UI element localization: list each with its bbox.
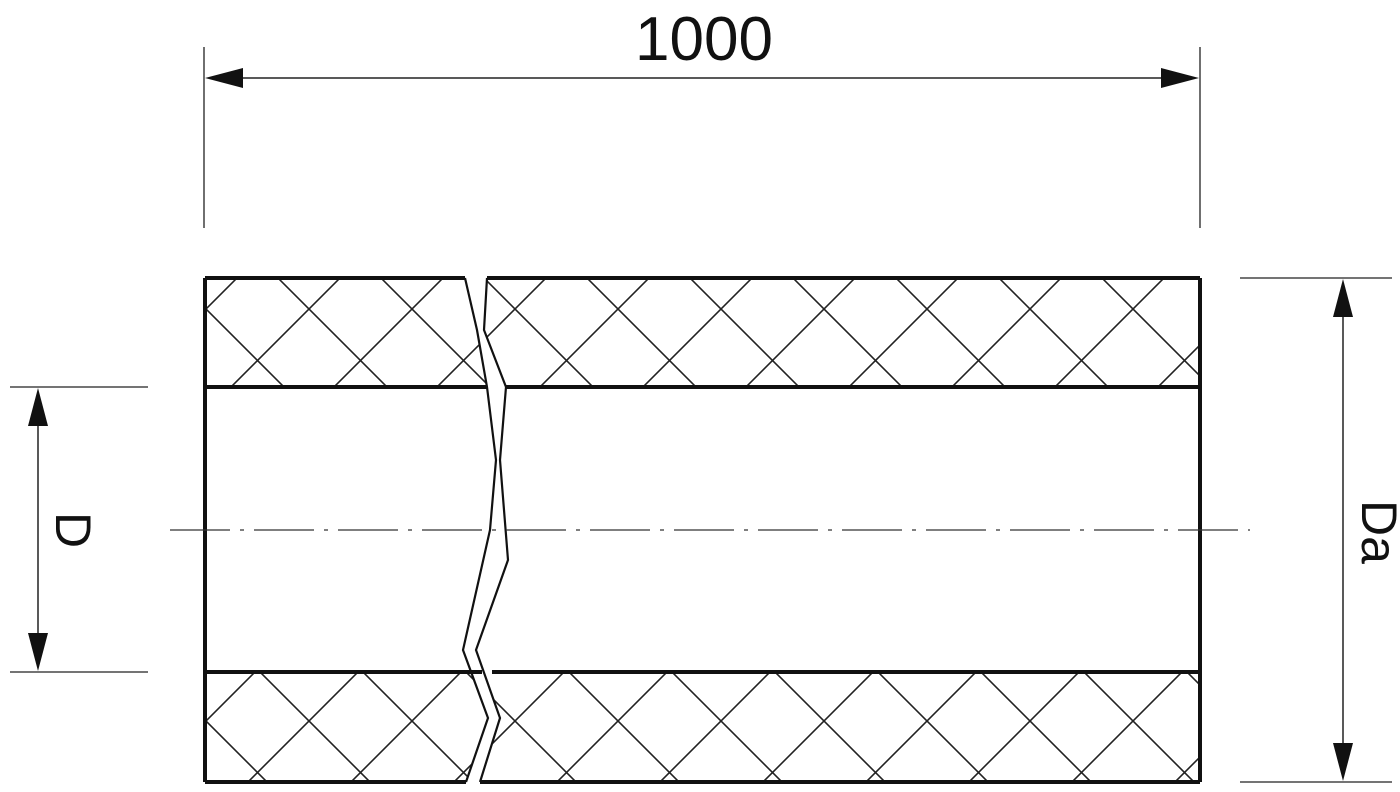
outer-diameter-label: Da (1351, 500, 1400, 564)
length-dimension: 1000 (203, 5, 1201, 228)
inner-diameter-dimension: D (10, 386, 148, 673)
arrowhead-right (1161, 68, 1199, 88)
pipe-segment-right (480, 276, 1202, 784)
outer-diameter-dimension: Da (1240, 277, 1400, 783)
inner-diameter-label: D (45, 512, 101, 548)
da-arrowhead-bottom (1333, 743, 1353, 781)
d-arrowhead-bottom (28, 633, 48, 671)
length-label: 1000 (635, 5, 773, 74)
da-arrowhead-top (1333, 279, 1353, 317)
break-line-left (461, 277, 498, 783)
pipe-wall-hatching (205, 278, 1200, 782)
d-arrowhead-top (28, 388, 48, 426)
arrowhead-left (205, 68, 243, 88)
break-line-right (474, 277, 510, 783)
